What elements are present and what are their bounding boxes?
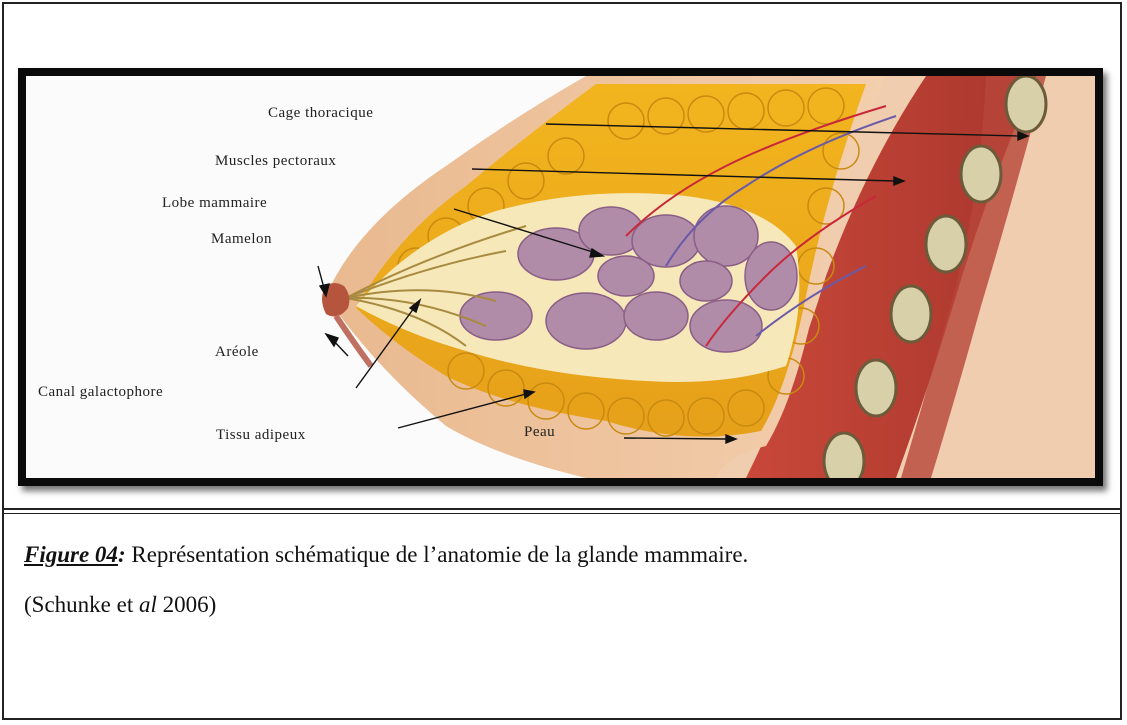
citation-open: (Schunke et (24, 592, 139, 617)
table-row-divider (2, 508, 1122, 514)
citation-italic: al (139, 592, 157, 617)
figure-caption: Figure 04: Représentation schématique de… (24, 541, 1104, 569)
figure-number: Figure 04 (24, 542, 118, 567)
label-lobe-mammaire: Lobe mammaire (162, 195, 267, 211)
label-mamelon: Mamelon (211, 231, 272, 247)
caption-colon: : (118, 542, 126, 567)
label-peau: Peau (524, 424, 555, 440)
label-canal-galactophore: Canal galactophore (38, 384, 163, 400)
label-areole: Aréole (215, 344, 259, 360)
caption-text: Représentation schématique de l’anatomie… (126, 542, 749, 567)
label-muscles-pectoraux: Muscles pectoraux (215, 153, 336, 169)
caption-citation: (Schunke et al 2006) (24, 592, 216, 618)
label-tissu-adipeux: Tissu adipeux (216, 427, 306, 443)
citation-close: 2006) (157, 592, 216, 617)
label-cage-thoracique: Cage thoracique (268, 105, 373, 121)
anatomy-figure: Cage thoracique Muscles pectoraux Lobe m… (18, 68, 1103, 486)
breast-anatomy-illustration: Cage thoracique Muscles pectoraux Lobe m… (26, 76, 1095, 478)
